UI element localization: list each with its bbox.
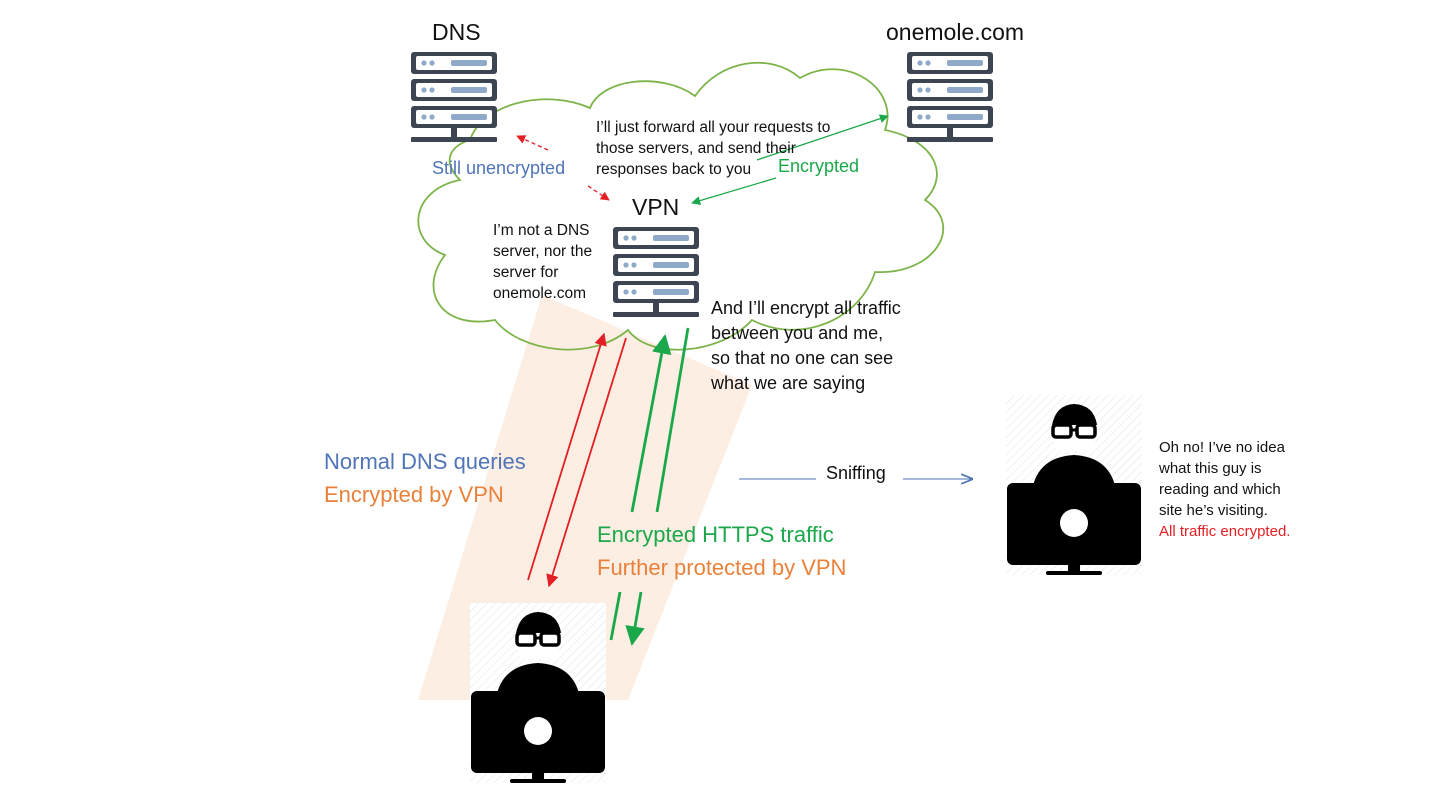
- tunnel-https-down-arrow: [655, 327, 690, 513]
- still-unencrypted-label: Still unencrypted: [432, 158, 566, 178]
- dns-request-arrow: [516, 135, 549, 151]
- vpn-tunnel: [418, 295, 752, 700]
- user-at-computer-icon: [468, 601, 608, 785]
- https-traffic-label: Encrypted HTTPS traffic: [597, 522, 834, 547]
- site-server-icon: [907, 52, 993, 142]
- dns-response-arrow: [587, 185, 610, 201]
- tunnel-dns-down-arrow: [546, 337, 627, 588]
- https-protected-label: Further protected by VPN: [597, 555, 847, 580]
- tunnel-https-down-arrow-lower: [625, 591, 645, 646]
- not-dns-note: I’m not a DNS server, nor the server for…: [493, 222, 593, 302]
- sniffing-label: Sniffing: [826, 463, 886, 483]
- internet-cloud: [417, 61, 945, 351]
- dns-queries-label: Normal DNS queries: [324, 449, 526, 474]
- encrypted-label: Encrypted: [778, 156, 860, 176]
- tunnel-dns-up-arrow: [527, 332, 607, 581]
- vpn-server-icon: [613, 227, 699, 317]
- sniffer-note: Oh no! I’ve no idea what this guy is rea…: [1159, 439, 1285, 519]
- site-label: onemole.com: [886, 19, 1025, 45]
- dns-label: DNS: [432, 19, 481, 45]
- site-response-arrow: [691, 177, 777, 206]
- forward-note: I’ll just forward all your requests to t…: [596, 119, 831, 178]
- tunnel-https-up-arrow-lower: [609, 591, 622, 641]
- dns-server-icon: [411, 52, 497, 142]
- sniffer-at-computer-icon: [1004, 393, 1144, 577]
- encrypt-note: And I’ll encrypt all traffic between you…: [711, 298, 901, 393]
- tunnel-https-up-arrow: [630, 334, 672, 513]
- site-request-arrow: [756, 114, 889, 161]
- dns-encrypted-label: Encrypted by VPN: [324, 482, 504, 507]
- vpn-label: VPN: [632, 194, 680, 220]
- sniffer-alert: All traffic encrypted.: [1159, 523, 1291, 540]
